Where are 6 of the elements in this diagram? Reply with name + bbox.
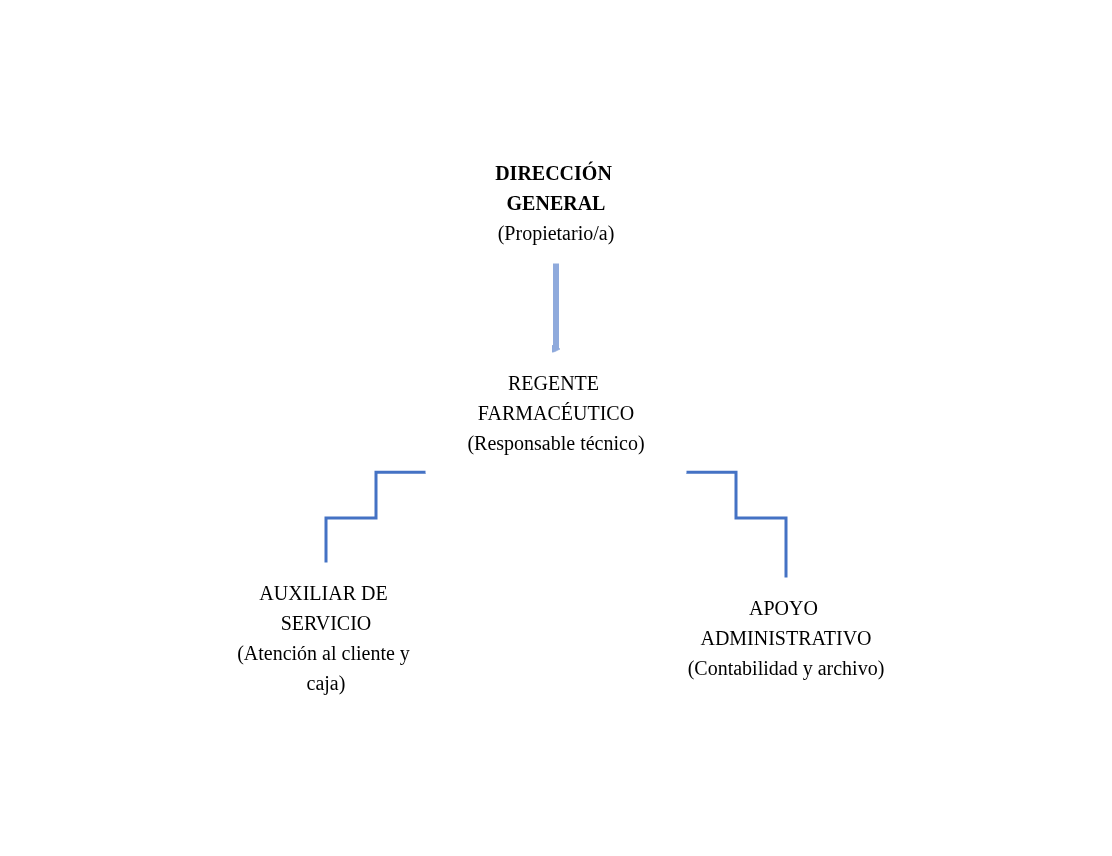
node-text: APOYO ADMINISTRATIVO (Contabilidad y archivo): [687, 597, 885, 679]
connector: [686, 470, 788, 580]
node-text: AUXILIAR DE SERVICIO (Atención al cliente y caja): [237, 582, 410, 694]
connector: [324, 470, 426, 565]
node-text: REGENTE FARMACÉUTICO (Responsable técnico): [467, 372, 645, 454]
node-text: DIRECCIÓN GENERAL (Propietario/a): [495, 162, 615, 244]
